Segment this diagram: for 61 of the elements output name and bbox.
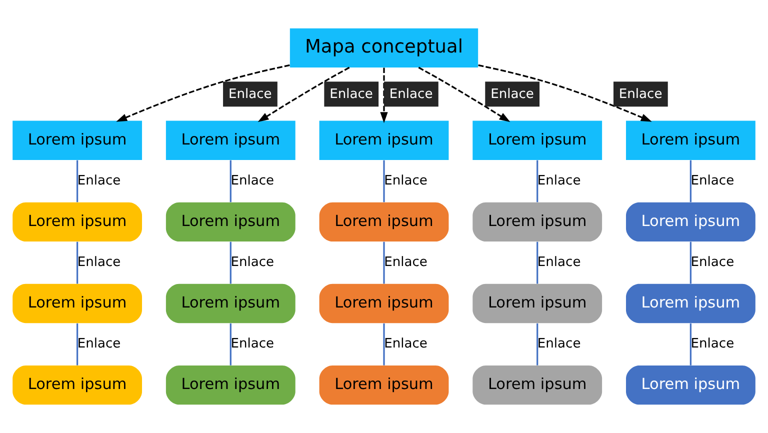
arrow [418,66,510,122]
edge-label: Enlace [537,336,581,352]
node-box: Lorem ipsum [472,284,602,324]
node-box: Lorem ipsum [626,202,756,242]
connector [76,160,78,202]
edge-label: Enlace [389,87,433,102]
connector [690,242,692,284]
connector [690,160,692,202]
node-box: Lorem ipsum [12,120,142,160]
node-box: Lorem ipsum [166,284,296,324]
edge-label: Enlace [690,174,734,189]
edge-label: Enlace [228,87,272,102]
node-box: Lorem ipsum [319,202,449,242]
node-box: Lorem ipsum [166,120,296,160]
edge-label: Enlace [77,255,121,270]
node-box: Lorem ipsum [626,284,756,324]
node-box: Lorem ipsum [319,120,449,160]
arrow [116,64,290,122]
edge-label: Enlace [230,336,274,352]
node-box: Lorem ipsum [319,284,449,324]
node-box: Mapa conceptual [290,28,478,68]
edge-label: Enlace [690,336,734,352]
edge-label: Enlace [384,336,428,352]
edge-label: Enlace [490,87,534,102]
connector [536,242,538,284]
edge-label: Enlace [77,174,121,189]
node-box: Lorem ipsum [626,366,756,405]
edge-label: Enlace [537,174,581,189]
node-box: Lorem ipsum [166,366,296,405]
node-box: Lorem ipsum [166,202,296,242]
edge-label: Enlace [230,174,274,189]
edge-label: Enlace [618,87,662,102]
node-box: Lorem ipsum [472,366,602,405]
arrow [478,64,652,122]
connector [690,323,692,366]
edge-label: Enlace [77,336,121,352]
connector [230,323,232,366]
edge-label: Enlace [384,255,428,270]
arrow [380,68,388,124]
node-box: Lorem ipsum [12,202,142,242]
node-box: Lorem ipsum [626,120,756,160]
connector [383,323,385,366]
edge-label: Enlace [330,87,373,102]
edge-label: Enlace [384,174,428,189]
edge-label: Enlace [230,255,274,270]
node-box: Lorem ipsum [12,284,142,324]
connector [383,160,385,202]
node-box: Lorem ipsum [319,366,449,405]
arrow [258,66,350,122]
edge-label: Enlace [537,255,581,270]
node-box: Lorem ipsum [472,202,602,242]
connector [230,242,232,284]
connector [536,160,538,202]
connector [230,160,232,202]
connector [76,242,78,284]
node-box: Lorem ipsum [472,120,602,160]
connector [383,242,385,284]
node-box: Lorem ipsum [12,366,142,405]
edge-label: Enlace [690,255,734,270]
connector [76,323,78,366]
connector [536,323,538,366]
